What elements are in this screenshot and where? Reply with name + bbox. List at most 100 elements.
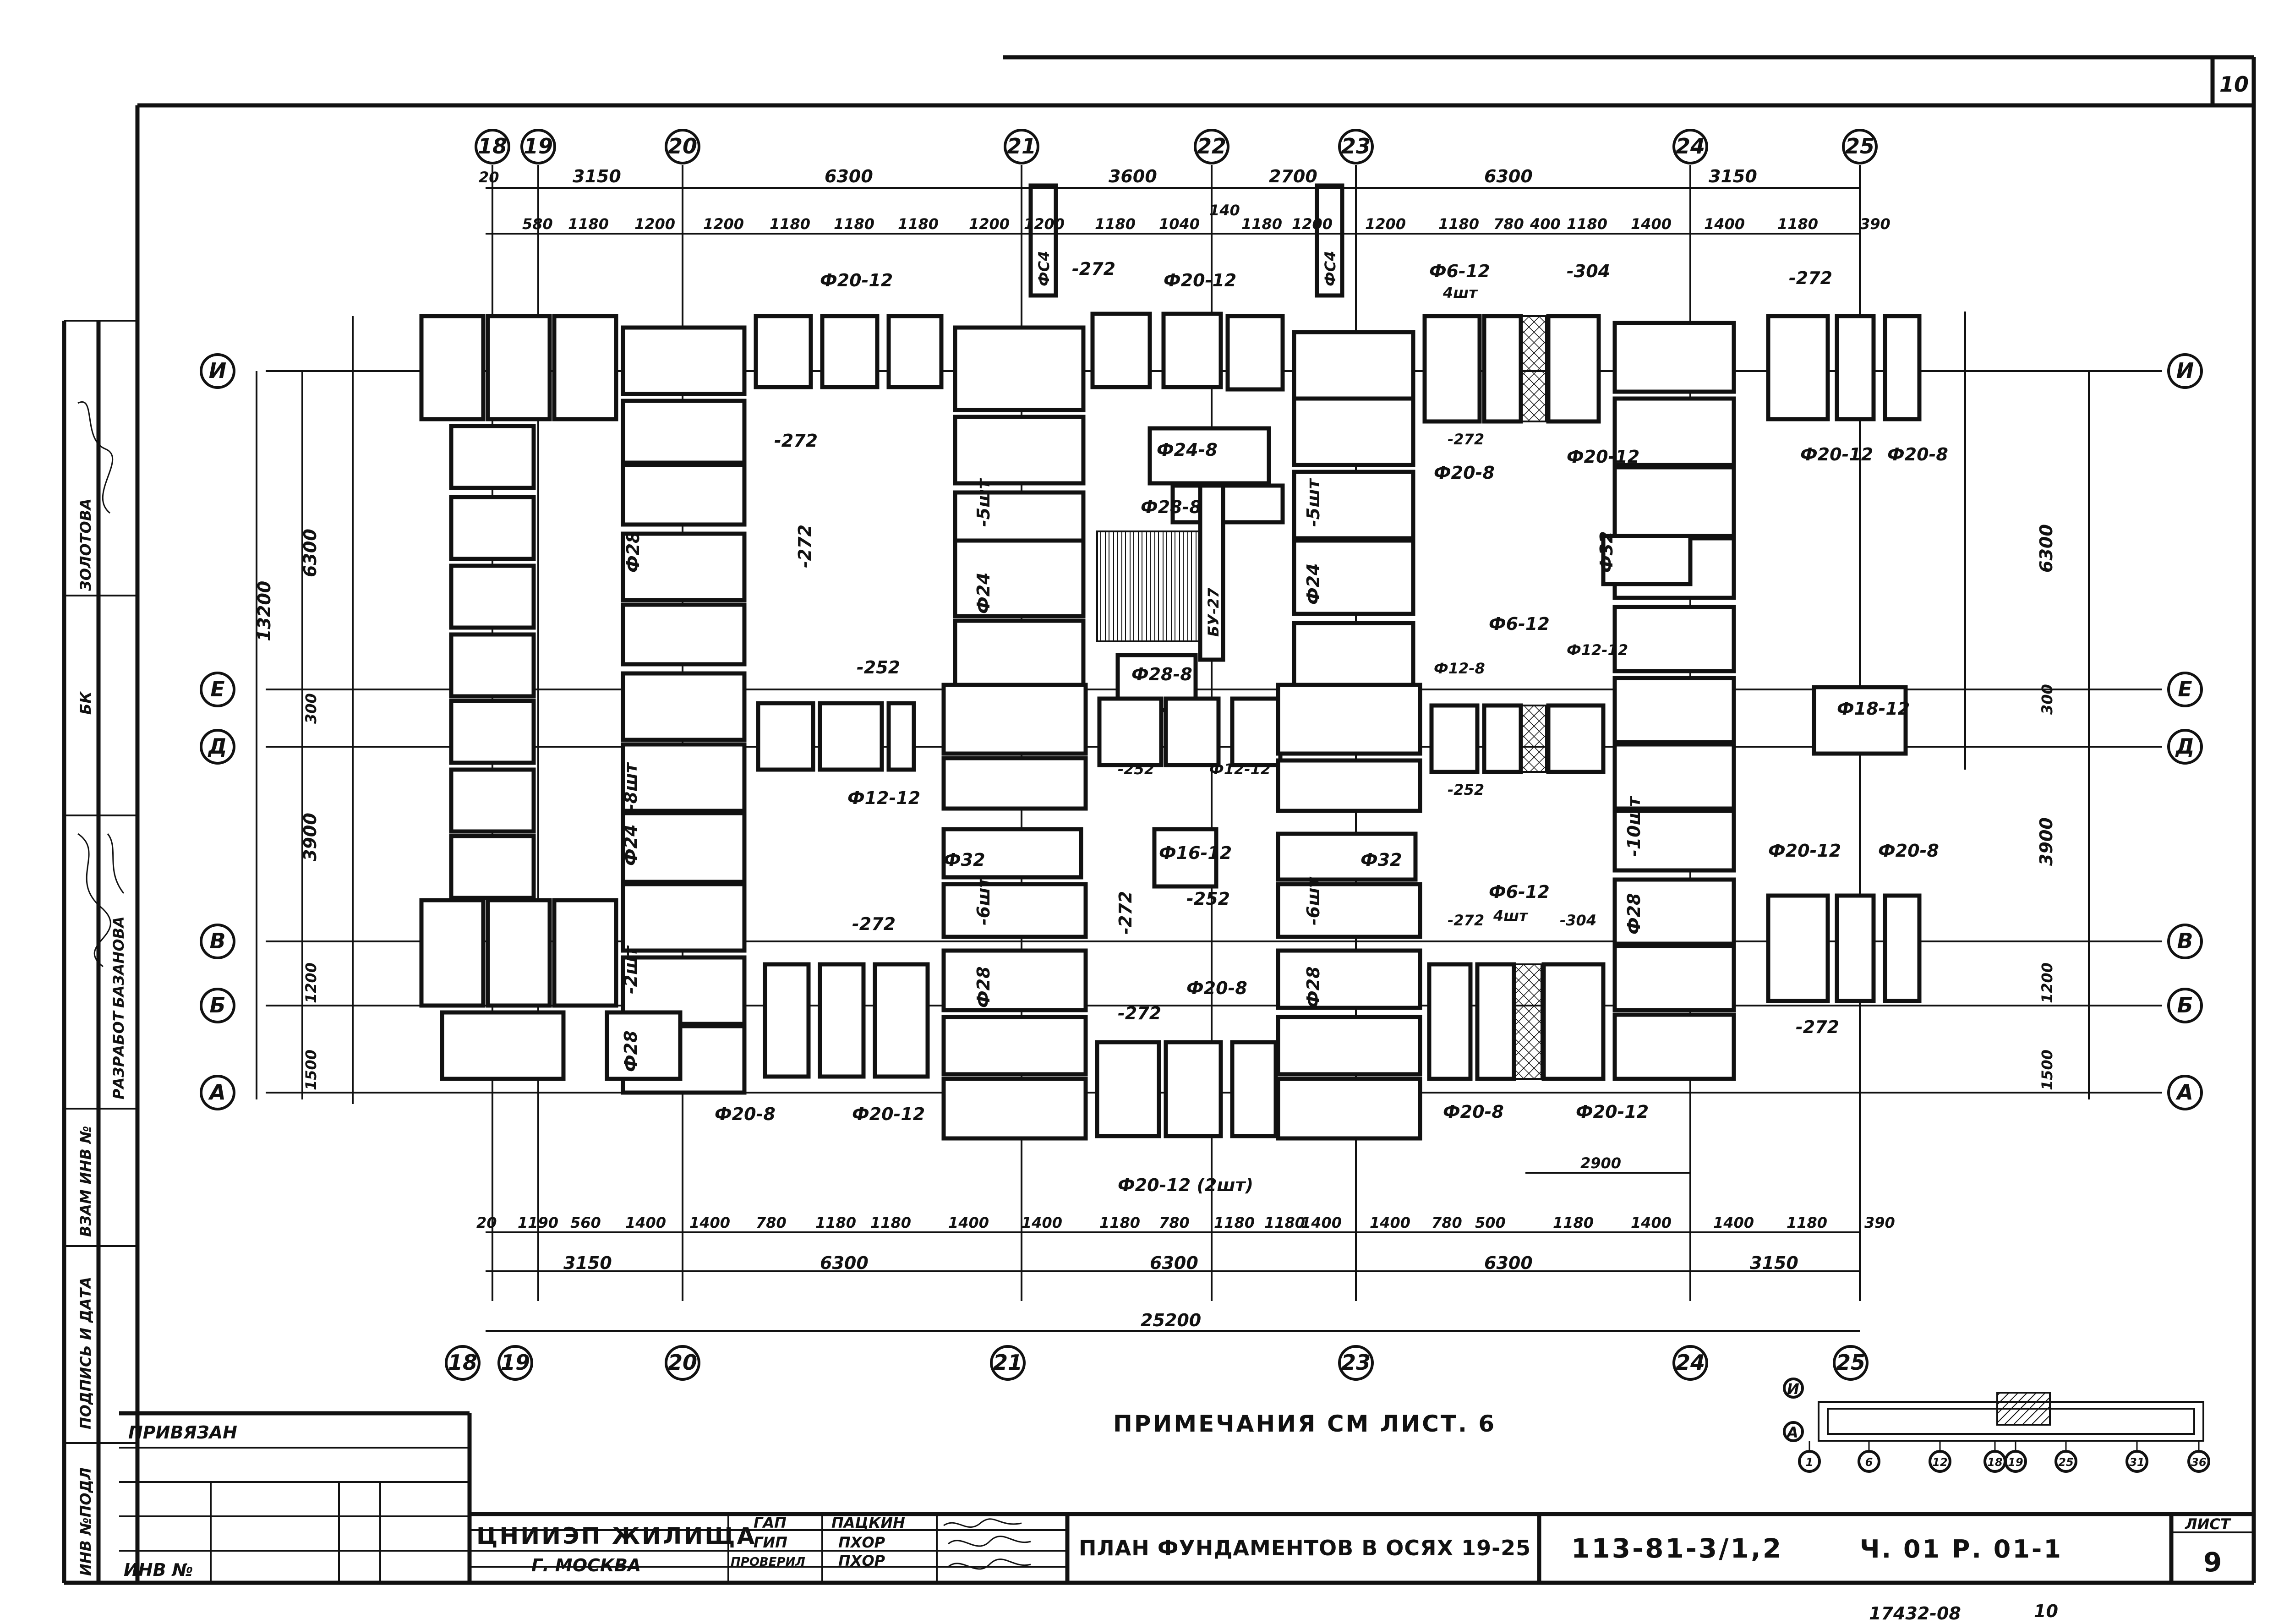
foundation-block [621, 882, 747, 953]
row-bubble-left [200, 988, 235, 1023]
drawing-title: ПЛАН ФУНДАМЕНТОВ В ОСЯХ 19-25 [1079, 1536, 1531, 1560]
elevation-mark: -272 [852, 914, 896, 934]
foundation-block [1835, 893, 1876, 1003]
key-axis-label: 31 [2129, 1456, 2144, 1469]
row-bubble-left-label: Б [209, 993, 225, 1017]
sign-name: ПАЦКИН [831, 1514, 905, 1531]
dim-detail-bottom: 1180 [815, 1214, 856, 1231]
row-bubble-right [2167, 924, 2203, 959]
elevation-mark: -272 [795, 525, 815, 568]
signature-mark [107, 833, 125, 894]
row-bubble-right-label: Б [2177, 993, 2193, 1017]
foundation-block [449, 424, 536, 490]
pile-label: Ф32 [944, 850, 985, 870]
dim-detail: 1180 [834, 215, 874, 233]
pile-label: Ф20-8 [715, 1104, 776, 1124]
row-bubble-left-label: В [209, 929, 225, 953]
dim-detail-bottom: 1180 [1787, 1214, 1827, 1231]
pile-label: Ф20-8 [1443, 1102, 1504, 1122]
axis-bubble-top [475, 129, 510, 164]
title-block: ПРИВЯЗАН ИНВ № ЦНИИЭП ЖИЛИЩА Г. МОСКВА Г… [119, 1411, 2254, 1624]
foundation-block [1292, 621, 1415, 689]
axis-bubble-top-label: 24 [1676, 134, 1705, 159]
foundation-block [1095, 1040, 1161, 1138]
signature-mark [943, 1518, 1022, 1528]
dim-right-span: 1200 [2038, 962, 2056, 1003]
dim-right-span: 3900 [2036, 817, 2056, 866]
axis-bubble-bottom [1833, 1345, 1869, 1381]
count-label: -5шт [1303, 478, 1323, 527]
dim-left-span: 1200 [302, 962, 320, 1003]
axis-bubble-bottom-label: 24 [1676, 1350, 1705, 1375]
key-plan: И А [1783, 1378, 2204, 1442]
pile-label: Ф16-12 [1159, 843, 1232, 863]
foundation-block [953, 538, 1086, 618]
elevation-mark: -272 [1072, 259, 1115, 279]
dim-right-span: 6300 [2036, 524, 2056, 573]
foundation-block [1482, 314, 1523, 424]
count-label: -6шт [1303, 876, 1323, 925]
foundation-block [818, 962, 866, 1079]
stamp-label-0: ИНВ №ПОДЛ [77, 1467, 94, 1576]
dim-detail: 1180 [898, 215, 939, 233]
dim-detail-bottom: 1400 [625, 1214, 666, 1231]
key-row-label: И [1787, 1380, 1799, 1398]
dim-detail: 1040 [1159, 215, 1200, 233]
foundation-block [1230, 1040, 1278, 1138]
foundation-block [1835, 314, 1876, 421]
dim-span: 6300 [825, 166, 873, 186]
dim-detail: 1180 [1095, 215, 1136, 233]
foundation-block [763, 962, 811, 1079]
foundation-block [820, 314, 880, 389]
axis-bubble-top-label: 22 [1197, 134, 1226, 159]
foundation-block [1276, 1077, 1422, 1141]
dim-right-span: 300 [2038, 684, 2056, 715]
column-fs4-right [1315, 183, 1344, 298]
sheet-number: 9 [2203, 1547, 2224, 1578]
dim-detail-bottom: 1400 [1370, 1214, 1410, 1231]
staff-role-2: ЗОЛОТОВА [77, 498, 94, 591]
foundation-block [941, 1015, 1088, 1077]
foundation-block [1276, 758, 1422, 813]
dim-span: 20 [479, 169, 499, 186]
foundation-block [886, 701, 916, 772]
row-bubble-left-label: А [208, 1080, 226, 1105]
dim-detail-bottom: 1400 [689, 1214, 730, 1231]
staff-role-3: БК [77, 691, 94, 715]
dimension-texts: 20 3150 6300 3600 2700 6300 3150 580 118… [254, 166, 2056, 1330]
pile-label: Ф20-12 [820, 270, 893, 290]
row-bubble-left-label: И [209, 358, 227, 383]
dim-detail-bottom: 1400 [948, 1214, 989, 1231]
foundation-block [1546, 703, 1606, 774]
foundation-block [1612, 1012, 1736, 1081]
pile-label: Ф20-8 [1186, 978, 1247, 998]
foundation-block [1276, 1015, 1422, 1077]
dim-left-span: 1500 [302, 1050, 320, 1090]
axis-bubble-top [1004, 129, 1039, 164]
foundation-block [1170, 483, 1285, 525]
foundation-block [1612, 605, 1736, 673]
dim-left-span: 3900 [300, 813, 320, 861]
staff-role-1: БАЗАНОВА [110, 916, 127, 1008]
foundation-block [941, 948, 1088, 1012]
axis-bubble-bottom [665, 1345, 700, 1381]
inv-number-label: ИНВ № [124, 1560, 193, 1580]
dim-detail: 780 [1493, 215, 1524, 233]
dim-span: 2700 [1269, 166, 1317, 186]
elevation-mark: -252 [1118, 760, 1154, 778]
foundation-block [621, 811, 747, 884]
dimension-lines [256, 187, 2090, 1332]
sheet-label: ЛИСТ [2185, 1515, 2231, 1533]
elevation-mark: -272 [1118, 1003, 1161, 1023]
org-name: ЦНИИЭП ЖИЛИЩА [476, 1523, 756, 1549]
foundation-block [886, 314, 944, 389]
axis-bubble-top [1338, 129, 1374, 164]
pile-label: Ф20-12 (2шт) [1118, 1175, 1253, 1195]
dim-detail: 390 [1860, 215, 1891, 233]
dim-total: 25200 [1141, 1310, 1201, 1330]
foundation-block [605, 1010, 683, 1081]
row-bubble-right-label: И [2176, 358, 2194, 383]
row-bubble-left [200, 924, 235, 959]
foundation-block [953, 618, 1086, 687]
